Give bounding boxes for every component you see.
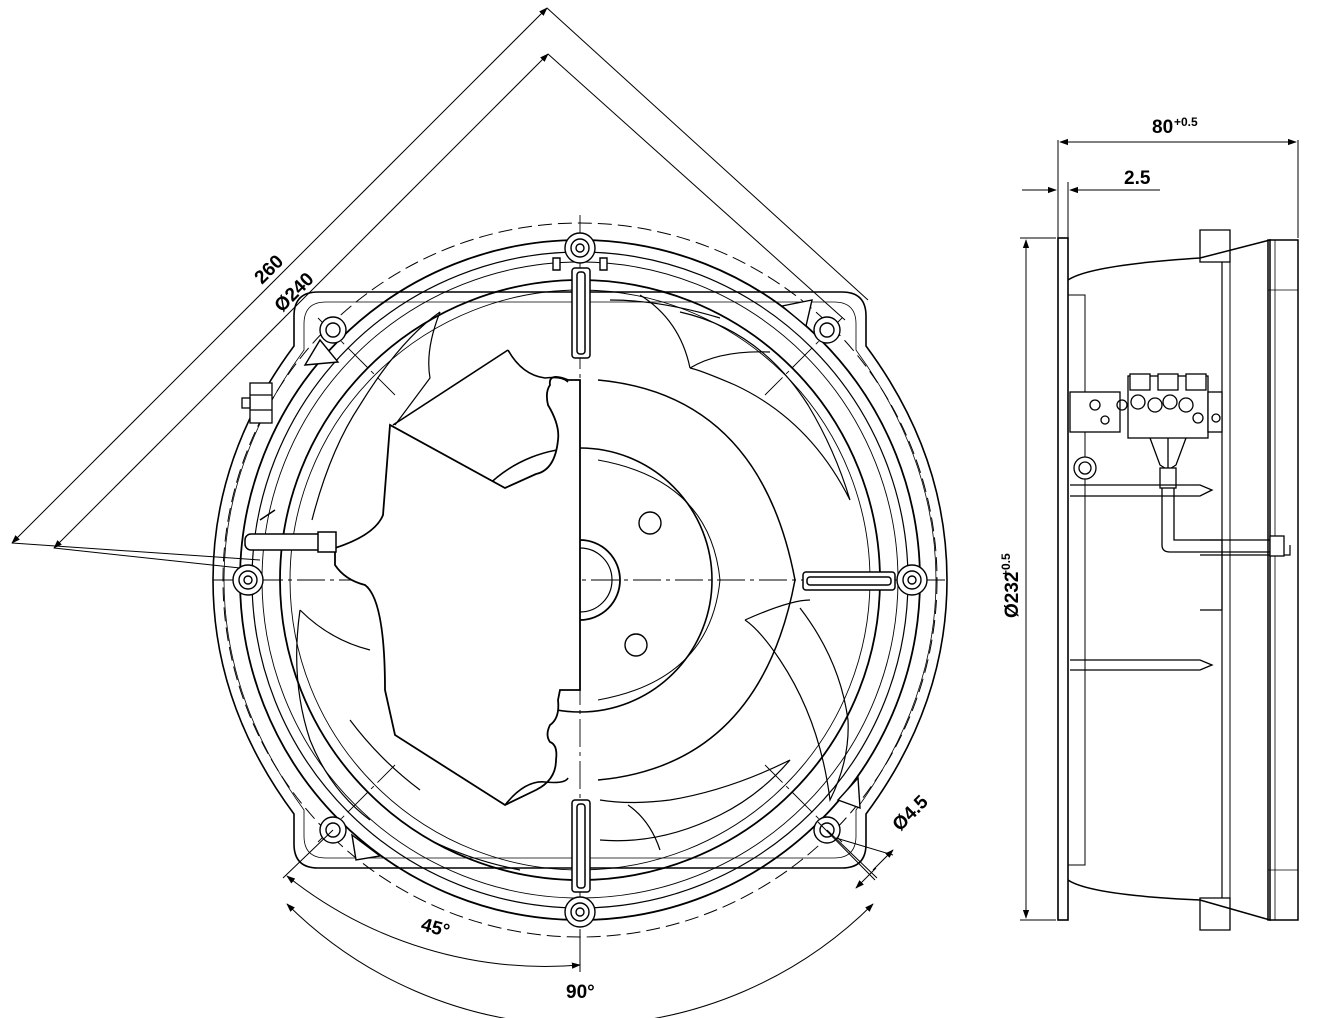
side-rotor — [1267, 239, 1299, 921]
terminal-cover — [334, 376, 581, 807]
dim-260: 260 — [251, 251, 288, 288]
front-view: 260 Ø240 Ø4.5 45° 90° — [11, 7, 948, 1018]
angle-45: 45° — [419, 915, 452, 943]
dim-2-5: 2.5 — [1124, 168, 1151, 189]
angle-90: 90° — [566, 982, 595, 1003]
dimension-diagonal — [11, 7, 869, 569]
dim-232-tolerance: +0.5 — [999, 553, 1013, 577]
dim-80: 80 — [1152, 117, 1173, 138]
side-cone — [1067, 239, 1271, 921]
side-flange — [1057, 237, 1069, 921]
hub-plate — [597, 379, 796, 781]
spoke-slots — [571, 267, 896, 893]
dimension-hole — [817, 821, 894, 889]
dim-80-tolerance: +0.5 — [1174, 115, 1198, 129]
terminal-block — [1069, 373, 1285, 671]
side-connector — [241, 382, 273, 424]
side-dimensions — [1020, 138, 1299, 921]
dim-232: Ø232 — [1002, 572, 1023, 618]
side-view: 80 +0.5 2.5 Ø232 +0.5 — [999, 115, 1299, 931]
dim-hole-4-5: Ø4.5 — [889, 791, 933, 835]
angle-dimensions — [282, 829, 878, 1018]
